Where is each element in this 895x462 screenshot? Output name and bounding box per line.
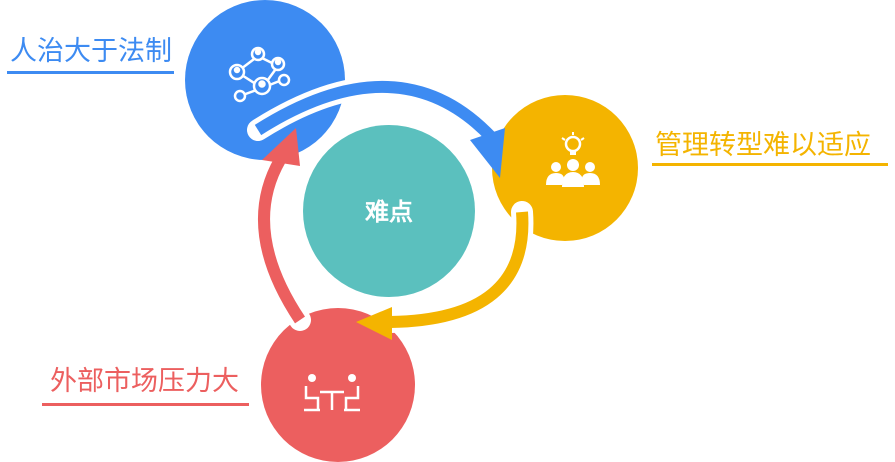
- node-label-transformation: 管理转型难以适应: [655, 130, 871, 161]
- center-circle: [303, 125, 475, 297]
- node-label-market: 外部市场压力大: [50, 366, 239, 397]
- center-label: 难点: [364, 198, 413, 226]
- node-underline-transformation: [652, 163, 888, 166]
- idea-team-icon: [546, 132, 600, 187]
- node-label-governance: 人治大于法制: [10, 36, 172, 67]
- node-circle-market: [261, 308, 415, 462]
- arrow-red: [253, 128, 311, 331]
- arrow-yellow: [356, 201, 534, 340]
- node-underline-governance: [7, 71, 174, 74]
- meeting-table-icon: [304, 374, 360, 412]
- arrow-blue: [247, 75, 505, 178]
- node-underline-market: [42, 403, 249, 406]
- network-people-icon: [228, 46, 291, 103]
